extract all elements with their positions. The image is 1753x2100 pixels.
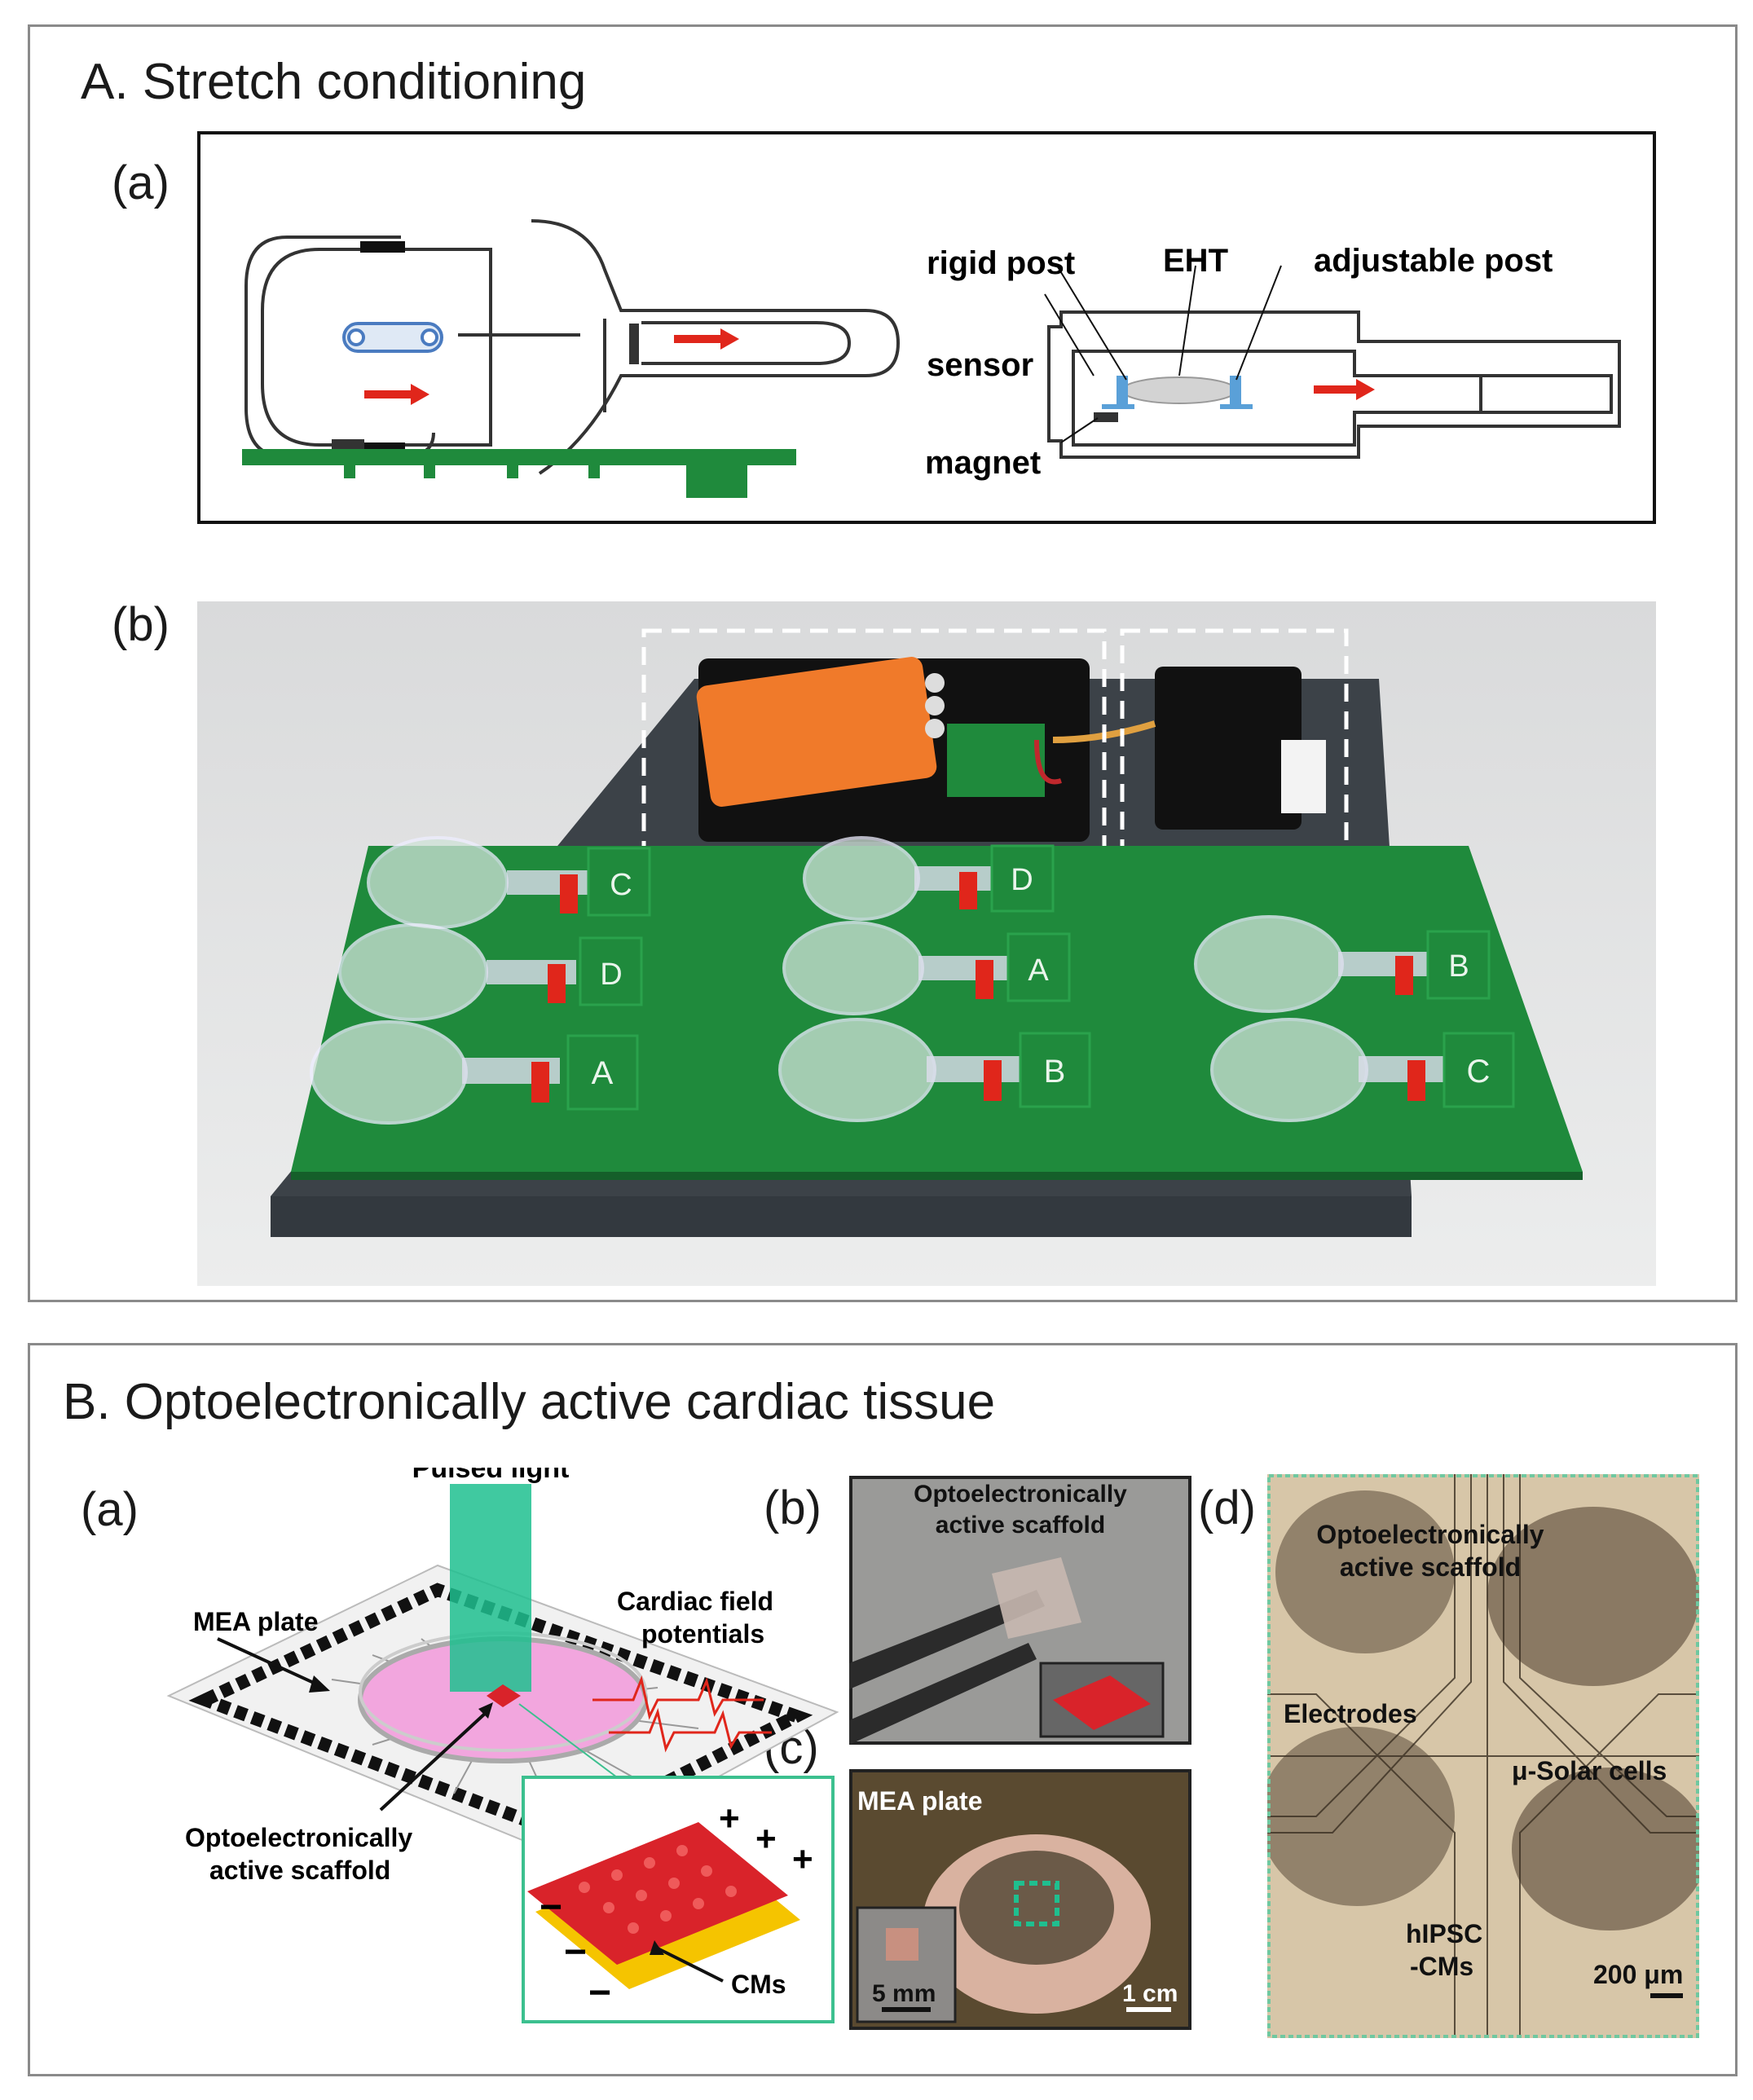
photo-d-label-2: active scaffold	[1340, 1552, 1521, 1582]
mea-diagram: Pulsed light MEA plate Cardiac field pot…	[166, 1468, 839, 2023]
photo-d-solar: μ-Solar cells	[1512, 1756, 1667, 1785]
photo-d-label-1: Optoelectronically	[1316, 1520, 1544, 1549]
plus-sign-2: +	[755, 1819, 777, 1859]
chamber-letter-8: C	[1467, 1054, 1491, 1090]
stretch-arrow-icon	[364, 328, 739, 405]
chamber-row: C D D A	[310, 836, 1515, 1125]
label-cms: CMs	[731, 1970, 786, 1999]
plus-sign-3: +	[792, 1839, 813, 1879]
magnet-block-top	[360, 241, 405, 253]
pcb-rail	[242, 449, 796, 465]
motor-box	[1155, 667, 1302, 830]
mea-plate-photo: MEA plate 5 mm 1 cm	[849, 1769, 1191, 2030]
stretch-device-photo: C D D A	[197, 601, 1656, 1286]
micrograph: Optoelectronically active scaffold Elect…	[1267, 1474, 1699, 2038]
panel-b-sub-b: (b)	[764, 1481, 821, 1534]
minus-sign-2: −	[564, 1931, 587, 1974]
label-magnet: magnet	[925, 445, 1041, 481]
photo-d-hipsc-1: hIPSC	[1406, 1919, 1482, 1948]
panel-b: B. Optoelectronically active cardiac tis…	[28, 1343, 1738, 2076]
tissue-ring-icon	[342, 322, 443, 353]
label-cardiac-field-1: Cardiac field	[617, 1587, 773, 1616]
scaffold-grid	[527, 1822, 788, 1965]
label-rigid-post: rigid post	[927, 245, 1075, 281]
photo-c-scale-main: 1 cm	[1122, 1980, 1178, 2007]
label-pulsed-light: Pulsed light	[412, 1468, 570, 1484]
photo-d-scale: 200 μm	[1593, 1960, 1683, 1989]
minus-sign-1: −	[540, 1886, 562, 1929]
label-scaffold-2: active scaffold	[209, 1856, 390, 1885]
photo-d-hipsc-2: -CMs	[1410, 1952, 1473, 1981]
photo-b-label-2: active scaffold	[936, 1512, 1105, 1539]
scaffold-photo: Optoelectronically active scaffold	[849, 1476, 1191, 1745]
panel-a-sub-b: (b)	[112, 598, 170, 651]
chamber-letter-3: D	[600, 958, 622, 992]
photo-c-scale-inset: 5 mm	[872, 1980, 936, 2007]
photo-d-electrodes: Electrodes	[1284, 1699, 1417, 1728]
chamber-letter-6: A	[592, 1055, 614, 1091]
photo-c-mea-label: MEA plate	[857, 1786, 983, 1816]
label-mea-plate: MEA plate	[193, 1607, 319, 1636]
chamber-letter-1: C	[610, 868, 632, 902]
label-eht: EHT	[1163, 243, 1228, 279]
mea-frame	[188, 1583, 813, 1842]
panel-a-sub-a: (a)	[112, 156, 170, 209]
chamber-letter-4: A	[1028, 953, 1049, 988]
eht-tissue	[1121, 376, 1237, 404]
orange-board	[696, 657, 937, 807]
minus-sign-3: −	[588, 1971, 611, 2014]
panel-a: A. Stretch conditioning (a) (b)	[28, 24, 1738, 1302]
label-cardiac-field-2: potentials	[641, 1619, 764, 1649]
label-sensor: sensor	[927, 347, 1033, 383]
chamber-letter-2: D	[1011, 863, 1033, 897]
label-adjustable-post: adjustable post	[1314, 243, 1553, 279]
field-potential-trace	[592, 1675, 772, 1753]
device-side-view	[1047, 310, 1621, 459]
scaffold-grid-icon	[1053, 1675, 1151, 1730]
scaffold-chip	[487, 1684, 521, 1707]
selection-box-controller	[641, 628, 1107, 855]
label-scaffold-1: Optoelectronically	[185, 1823, 412, 1852]
photo-b-label-1: Optoelectronically	[914, 1481, 1127, 1508]
panel-b-sub-d: (d)	[1198, 1481, 1256, 1534]
panel-a-title: A. Stretch conditioning	[81, 54, 587, 110]
chamber-letter-7: B	[1044, 1054, 1066, 1090]
chamber-letter-5: B	[1448, 949, 1469, 984]
plus-sign-1: +	[719, 1798, 740, 1838]
panel-b-title: B. Optoelectronically active cardiac tis…	[63, 1374, 996, 1430]
panel-b-sub-a: (a)	[81, 1483, 139, 1536]
light-beam	[450, 1484, 531, 1692]
stretch-schematic: rigid post EHT adjustable post sensor ma…	[197, 131, 1656, 524]
